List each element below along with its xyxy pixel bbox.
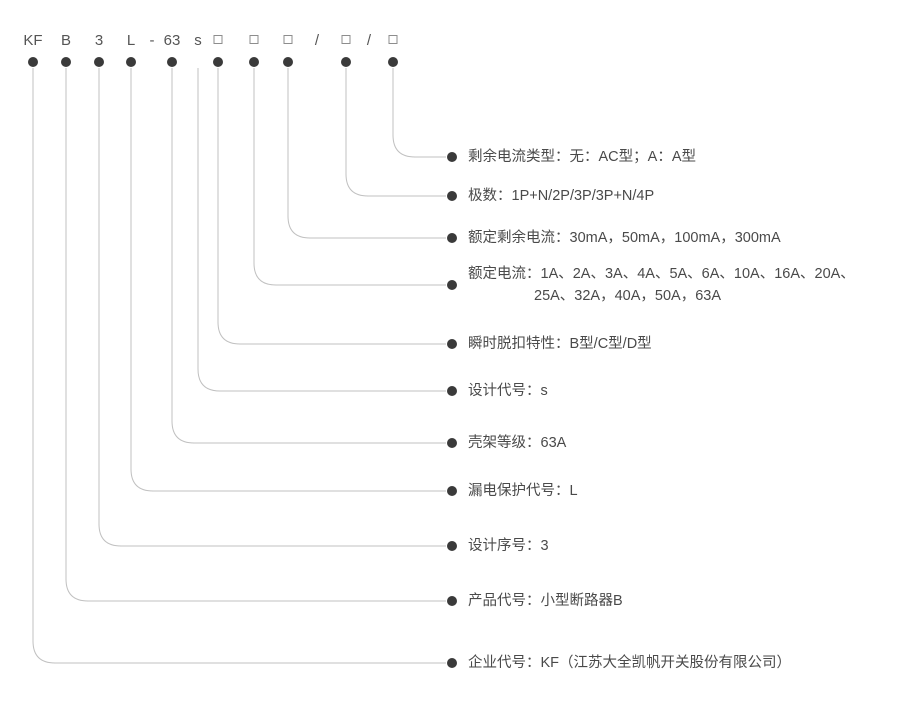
description-label-line1: 企业代号：KF（江苏大全凯帆开关股份有限公司） xyxy=(468,655,792,671)
connector-dot-label xyxy=(447,339,457,349)
description-label: 企业代号：KF（江苏大全凯帆开关股份有限公司） xyxy=(468,652,791,674)
description-label: 壳架等级：63A xyxy=(468,432,566,454)
model-code-row: KF B 3 L-63 s / / xyxy=(0,30,900,54)
description-label: 产品代号：小型断路器B xyxy=(468,590,623,612)
description-label-line1: 瞬时脱扣特性：B型/C型/D型 xyxy=(468,336,652,352)
code-token: B xyxy=(60,32,72,49)
connector-dot-top xyxy=(388,57,398,67)
description-label-line1: 设计代号：s xyxy=(468,383,548,399)
connector-line xyxy=(98,68,446,547)
code-token: / xyxy=(366,32,372,49)
connector-dot-label xyxy=(447,658,457,668)
code-token-box xyxy=(283,35,293,44)
code-token-box xyxy=(341,35,351,44)
connector-dot-label xyxy=(447,596,457,606)
description-label-line1: 极数：1P+N/2P/3P/3P+N/4P xyxy=(468,188,655,204)
connector-line xyxy=(130,68,446,492)
connector-line xyxy=(392,68,446,158)
code-token: / xyxy=(314,32,320,49)
connector-line xyxy=(253,68,446,286)
connector-line xyxy=(32,68,446,664)
description-label-line1: 设计序号：3 xyxy=(468,538,549,554)
connector-dot-label xyxy=(447,280,457,290)
connector-dot-top xyxy=(341,57,351,67)
description-label: 额定剩余电流：30mA，50mA，100mA，300mA xyxy=(468,227,781,249)
connector-line xyxy=(345,68,446,197)
description-label-line1: 产品代号：小型断路器B xyxy=(468,593,623,609)
code-token: s xyxy=(194,32,202,49)
code-token: L xyxy=(126,32,136,49)
code-token: 3 xyxy=(94,32,104,49)
code-token-box xyxy=(213,35,223,44)
code-token-box xyxy=(388,35,398,44)
code-token: KF xyxy=(23,32,43,49)
code-token: - xyxy=(149,32,155,49)
connector-dot-top xyxy=(283,57,293,67)
connector-dot-top xyxy=(61,57,71,67)
description-label: 漏电保护代号：L xyxy=(468,480,578,502)
connector-dot-label xyxy=(447,486,457,496)
connector-dot-top xyxy=(167,57,177,67)
connector-line xyxy=(65,68,446,602)
description-label-line1: 额定剩余电流：30mA，50mA，100mA，300mA xyxy=(468,230,781,246)
description-label: 设计代号：s xyxy=(468,380,548,402)
connector-dot-top xyxy=(94,57,104,67)
description-label: 剩余电流类型：无：AC型；A：A型 xyxy=(468,146,696,168)
connector-dot-label xyxy=(447,233,457,243)
description-label-line2: 25A、32A，40A，50A，63A xyxy=(534,288,721,304)
description-label-line1: 壳架等级：63A xyxy=(468,435,567,451)
connector-dot-label xyxy=(447,386,457,396)
description-label: 极数：1P+N/2P/3P/3P+N/4P xyxy=(468,185,654,207)
description-label-line1: 漏电保护代号：L xyxy=(468,483,578,499)
connector-dot-label xyxy=(447,438,457,448)
connector-line xyxy=(197,68,446,392)
connector-line xyxy=(287,68,446,239)
description-label: 瞬时脱扣特性：B型/C型/D型 xyxy=(468,333,652,355)
connector-dot-label xyxy=(447,191,457,201)
code-token-box xyxy=(249,35,259,44)
connector-dot-top xyxy=(28,57,38,67)
description-label-line1: 剩余电流类型：无：AC型；A：A型 xyxy=(468,149,696,165)
description-label: 设计序号：3 xyxy=(468,535,549,557)
connector-line xyxy=(171,68,446,444)
code-token: 63 xyxy=(163,32,181,49)
connector-dot-top xyxy=(249,57,259,67)
connector-dot-top xyxy=(126,57,136,67)
connector-dot-label xyxy=(447,541,457,551)
description-label: 额定电流：1A、2A、3A、4A、5A、6A、10A、16A、20A、 25A、3… xyxy=(468,263,855,307)
description-label-line1: 额定电流：1A、2A、3A、4A、5A、6A、10A、16A、20A、 xyxy=(468,266,855,282)
connector-dot-label xyxy=(447,152,457,162)
connector-dot-top xyxy=(213,57,223,67)
connector-line xyxy=(217,68,446,345)
